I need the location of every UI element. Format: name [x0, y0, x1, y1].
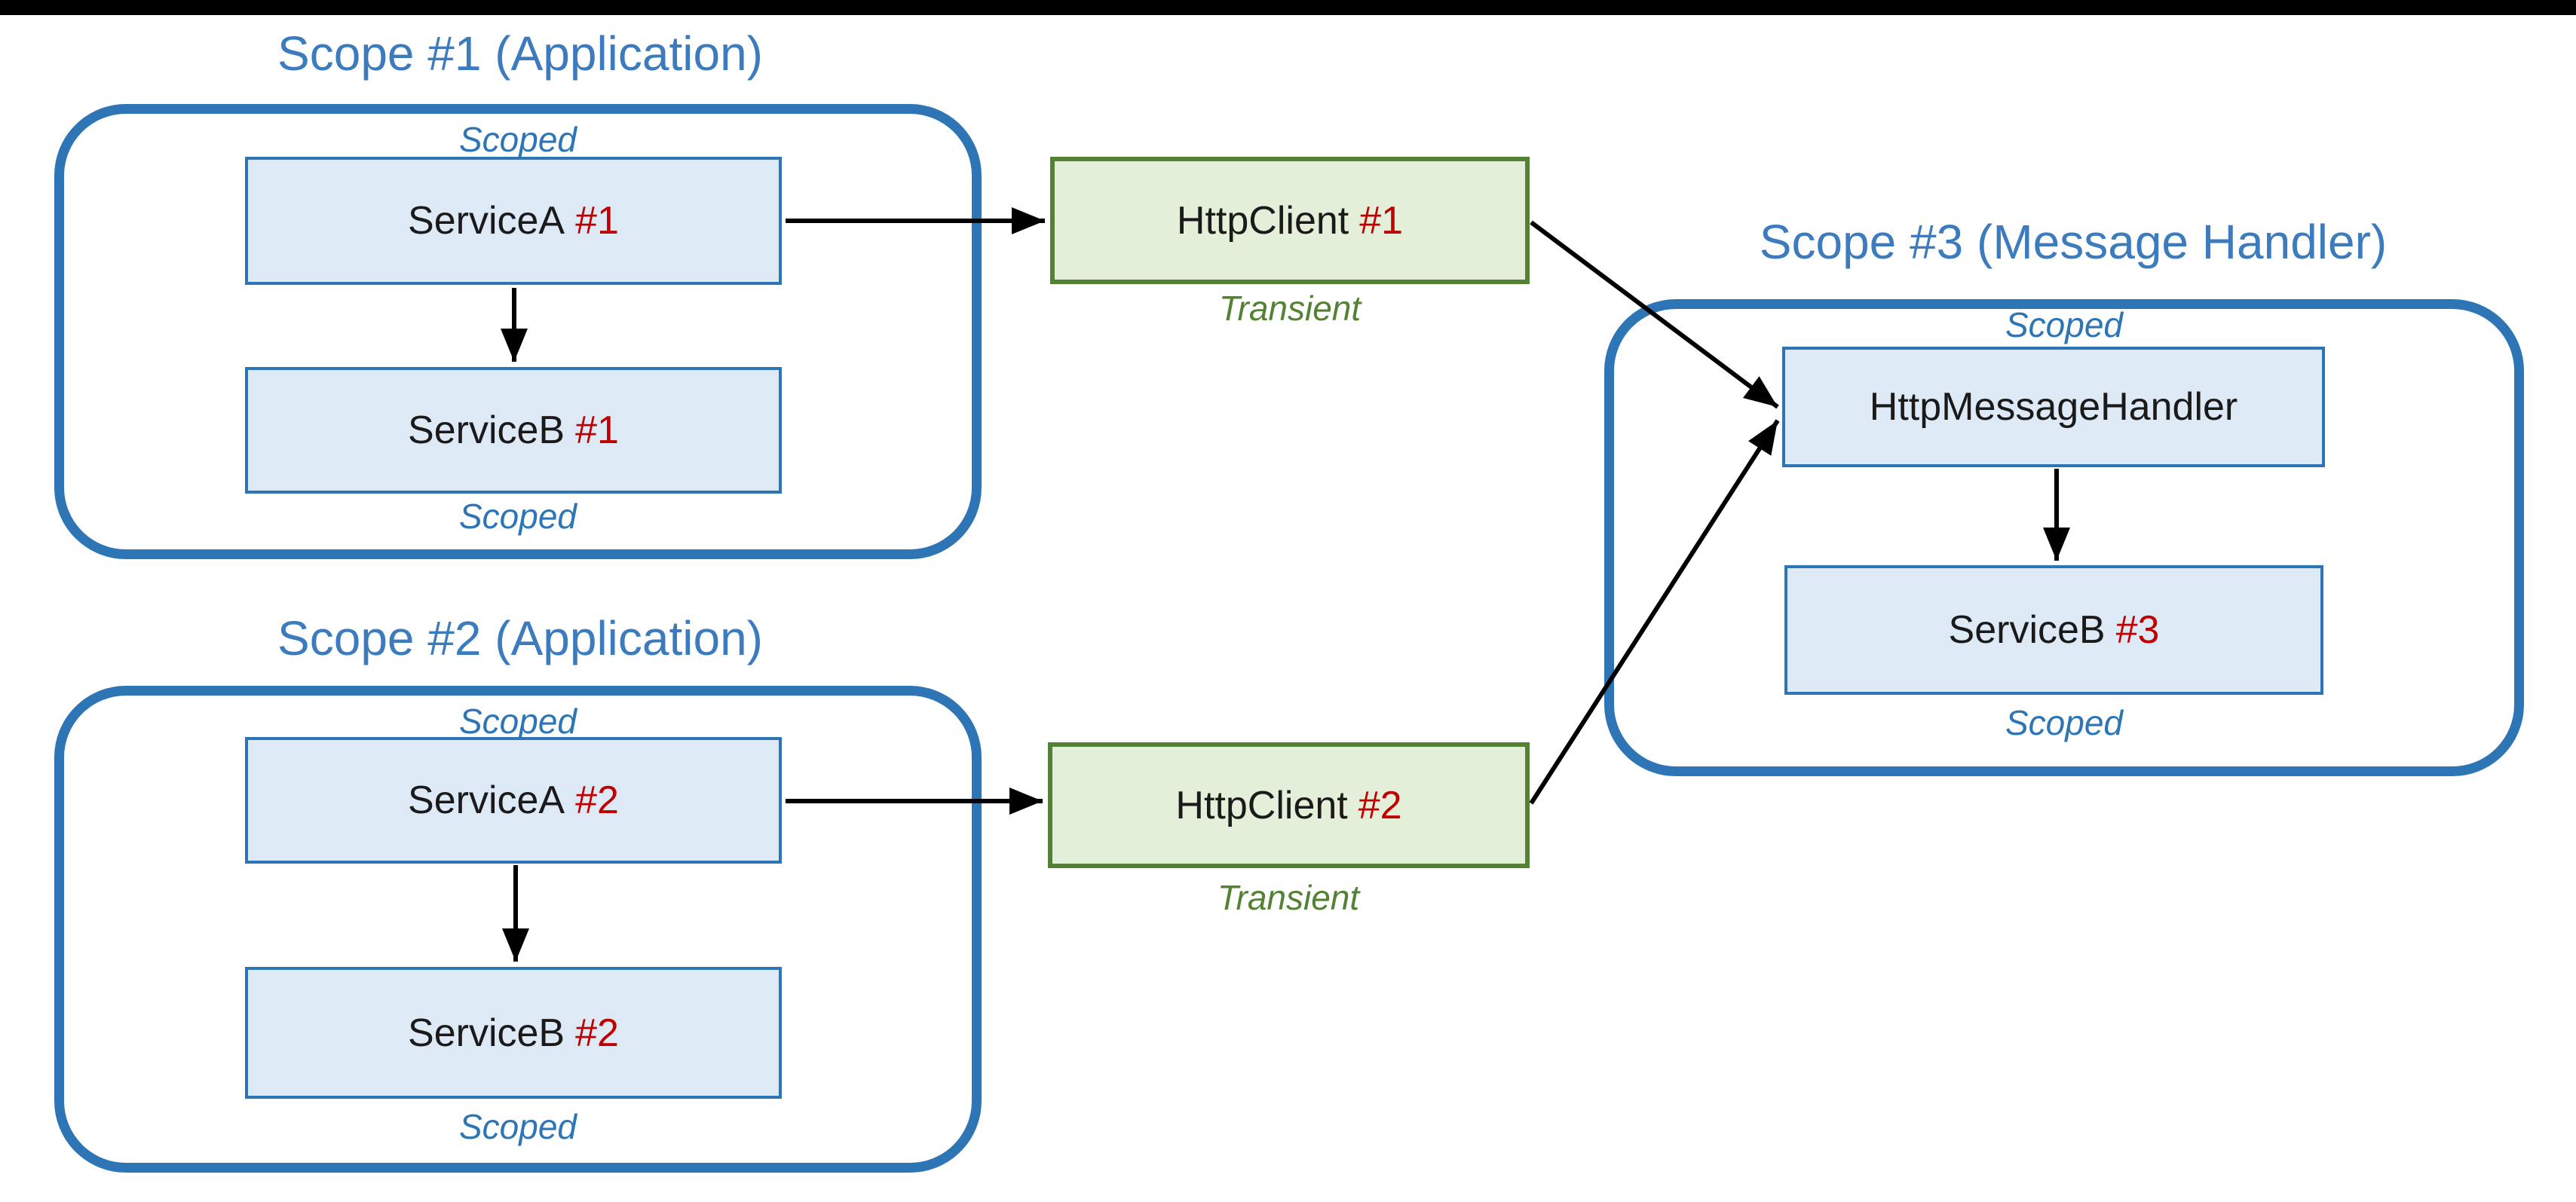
- httpclient2-lifetime-label: Transient: [1217, 878, 1360, 917]
- scope3-scoped-bottom-label: Scoped: [2005, 703, 2123, 742]
- httpmessagehandler-box: HttpMessageHandler: [1782, 347, 2325, 467]
- httpclient1-box: HttpClient #1: [1050, 157, 1530, 284]
- httpclient1-lifetime-label: Transient: [1218, 289, 1362, 328]
- httpclient2-label: HttpClient: [1175, 783, 1348, 827]
- httpclient2-instance-tag: #2: [1358, 783, 1402, 827]
- httpclient1-instance-tag: #1: [1359, 198, 1404, 243]
- serviceb3-instance-tag: #3: [2115, 608, 2160, 652]
- httpclient2-box: HttpClient #2: [1048, 742, 1530, 868]
- servicea1-label: ServiceA: [408, 199, 565, 243]
- scope2-title: Scope #2 (Application): [277, 611, 763, 665]
- serviceb2-box: ServiceB #2: [245, 967, 782, 1099]
- serviceb3-box: ServiceB #3: [1784, 565, 2323, 695]
- scope3-scoped-top-label: Scoped: [2005, 305, 2123, 344]
- scope1-scoped-bottom-label: Scoped: [458, 497, 577, 536]
- scope1-scoped-top-label: Scoped: [458, 120, 577, 159]
- scope2-scoped-bottom-label: Scoped: [458, 1107, 577, 1146]
- serviceb1-box: ServiceB #1: [245, 367, 782, 494]
- scope2-scoped-top-label: Scoped: [458, 702, 577, 741]
- scope1-container: [54, 104, 982, 559]
- servicea2-box: ServiceA #2: [245, 737, 782, 864]
- serviceb3-label: ServiceB: [1948, 608, 2106, 652]
- serviceb1-label: ServiceB: [408, 408, 565, 452]
- httpmessagehandler-label: HttpMessageHandler: [1869, 385, 2238, 429]
- httpclient1-label: HttpClient: [1176, 198, 1349, 243]
- top-black-bar: [0, 0, 2576, 15]
- serviceb2-instance-tag: #2: [575, 1011, 619, 1055]
- servicea2-instance-tag: #2: [575, 778, 619, 822]
- scope1-title: Scope #1 (Application): [277, 26, 763, 81]
- servicea2-label: ServiceA: [408, 778, 565, 822]
- servicea1-box: ServiceA #1: [245, 157, 782, 285]
- servicea1-instance-tag: #1: [575, 199, 619, 243]
- scope3-title: Scope #3 (Message Handler): [1759, 215, 2388, 269]
- scope2-container: [54, 686, 982, 1173]
- serviceb2-label: ServiceB: [408, 1011, 565, 1055]
- scope3-container: [1604, 299, 2524, 776]
- serviceb1-instance-tag: #1: [575, 408, 619, 452]
